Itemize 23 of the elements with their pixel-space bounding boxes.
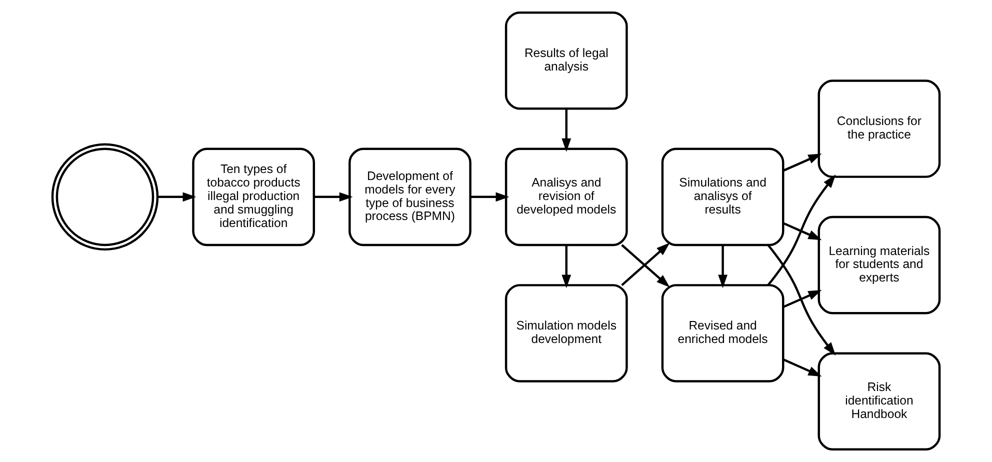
- arrow: [783, 358, 822, 376]
- node-box: Analisys and revision of developed models: [504, 148, 628, 246]
- node-box: Learning materials for students and experts: [818, 216, 941, 314]
- arrow: [718, 244, 728, 288]
- arrow: [767, 244, 836, 356]
- node-circle: [51, 143, 159, 251]
- arrow: [470, 192, 510, 202]
- arrow: [314, 192, 353, 202]
- arrow: [158, 192, 196, 202]
- node-box: Revised and enriched models: [661, 284, 784, 382]
- node-box: Conclusions for the practice: [818, 80, 941, 178]
- node-box: Development of models for every type of business process (BPMN): [348, 148, 472, 246]
- node-box: Simulations and analisys of results: [661, 148, 784, 246]
- node-box: Simulation models development: [504, 284, 628, 382]
- arrow: [562, 244, 572, 288]
- arrow: [562, 108, 572, 152]
- node-box: Results of legal analysis: [504, 11, 628, 110]
- arrow: [783, 290, 822, 308]
- arrow: [783, 222, 822, 240]
- arrow: [783, 154, 822, 172]
- arrow: [767, 174, 836, 286]
- node-box: Ten types of tobacco products illegal production and smuggling identification: [192, 148, 316, 246]
- node-box: Risk identification Handbook: [818, 352, 941, 451]
